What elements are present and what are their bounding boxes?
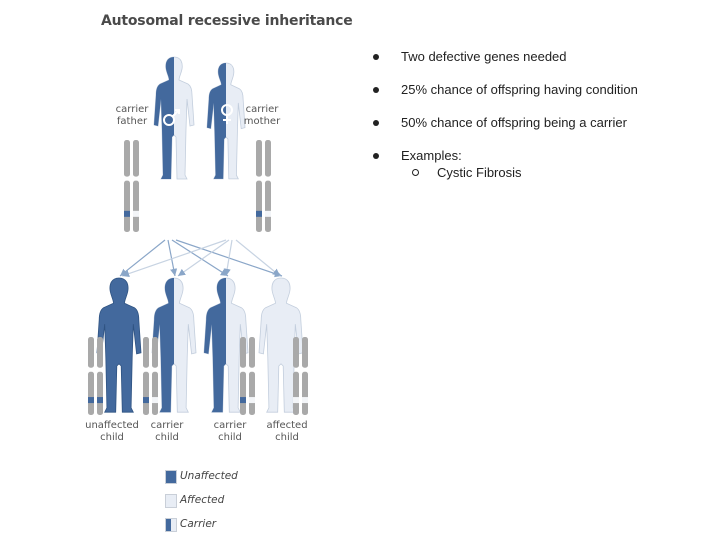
bullet-item: Two defective genes needed <box>370 48 710 65</box>
bullet-text: Examples: <box>401 148 462 163</box>
child-label-2: carrier child <box>150 420 184 443</box>
bullet-text: 25% chance of offspring having condition <box>401 82 638 97</box>
mother-chromosomes <box>256 140 271 232</box>
child-label-4: affected child <box>266 420 308 443</box>
inheritance-arrow <box>177 239 230 277</box>
male-symbol-icon <box>163 109 180 126</box>
bullet-text: Two defective genes needed <box>401 49 567 64</box>
mother-label: carrier mother <box>243 104 281 127</box>
bullet-item: 25% chance of offspring having condition <box>370 81 710 98</box>
child-4-chromosomes <box>293 337 308 415</box>
female-symbol-icon <box>221 104 233 124</box>
inheritance-arrow <box>119 239 166 277</box>
legend-label-affected: Affected <box>180 494 225 506</box>
inheritance-arrow <box>235 239 281 277</box>
child-figure-3 <box>203 277 249 413</box>
bullet-item: 50% chance of offspring being a carrier <box>370 114 710 131</box>
bullet-text: 50% chance of offspring being a carrier <box>401 115 627 130</box>
child-2-chromosomes <box>143 337 158 415</box>
bullet-dot-icon <box>373 87 379 93</box>
inheritance-arrow <box>223 239 233 277</box>
child-figure-1 <box>96 277 142 413</box>
bullet-list: Two defective genes needed 25% chance of… <box>370 48 710 197</box>
sub-bullet-item: Cystic Fibrosis <box>401 164 710 181</box>
legend-swatch-unaffected <box>165 470 177 484</box>
bullet-dot-icon <box>373 120 379 126</box>
inheritance-arrow <box>171 239 229 277</box>
sub-bullet-ring-icon <box>412 169 419 176</box>
bullet-dot-icon <box>373 153 379 159</box>
child-figure-2 <box>151 277 197 413</box>
father-label: carrier father <box>115 104 149 127</box>
bullet-dot-icon <box>373 54 379 60</box>
legend-swatch-carrier <box>165 518 177 532</box>
child-label-3: carrier child <box>213 420 247 443</box>
child-1-chromosomes <box>88 337 103 415</box>
legend-label-unaffected: Unaffected <box>180 470 238 482</box>
inheritance-arrow <box>121 239 227 278</box>
child-3-chromosomes <box>240 337 255 415</box>
child-label-1: unaffected child <box>85 420 139 443</box>
legend-swatch-affected <box>165 494 177 508</box>
sub-bullet-text: Cystic Fibrosis <box>437 165 522 180</box>
bullet-item: Examples: Cystic Fibrosis <box>370 147 710 181</box>
diagram-title: Autosomal recessive inheritance <box>101 13 353 29</box>
father-chromosomes <box>124 140 139 232</box>
legend-label-carrier: Carrier <box>180 518 217 530</box>
child-figure-4 <box>258 277 304 413</box>
inheritance-arrow <box>167 239 178 277</box>
